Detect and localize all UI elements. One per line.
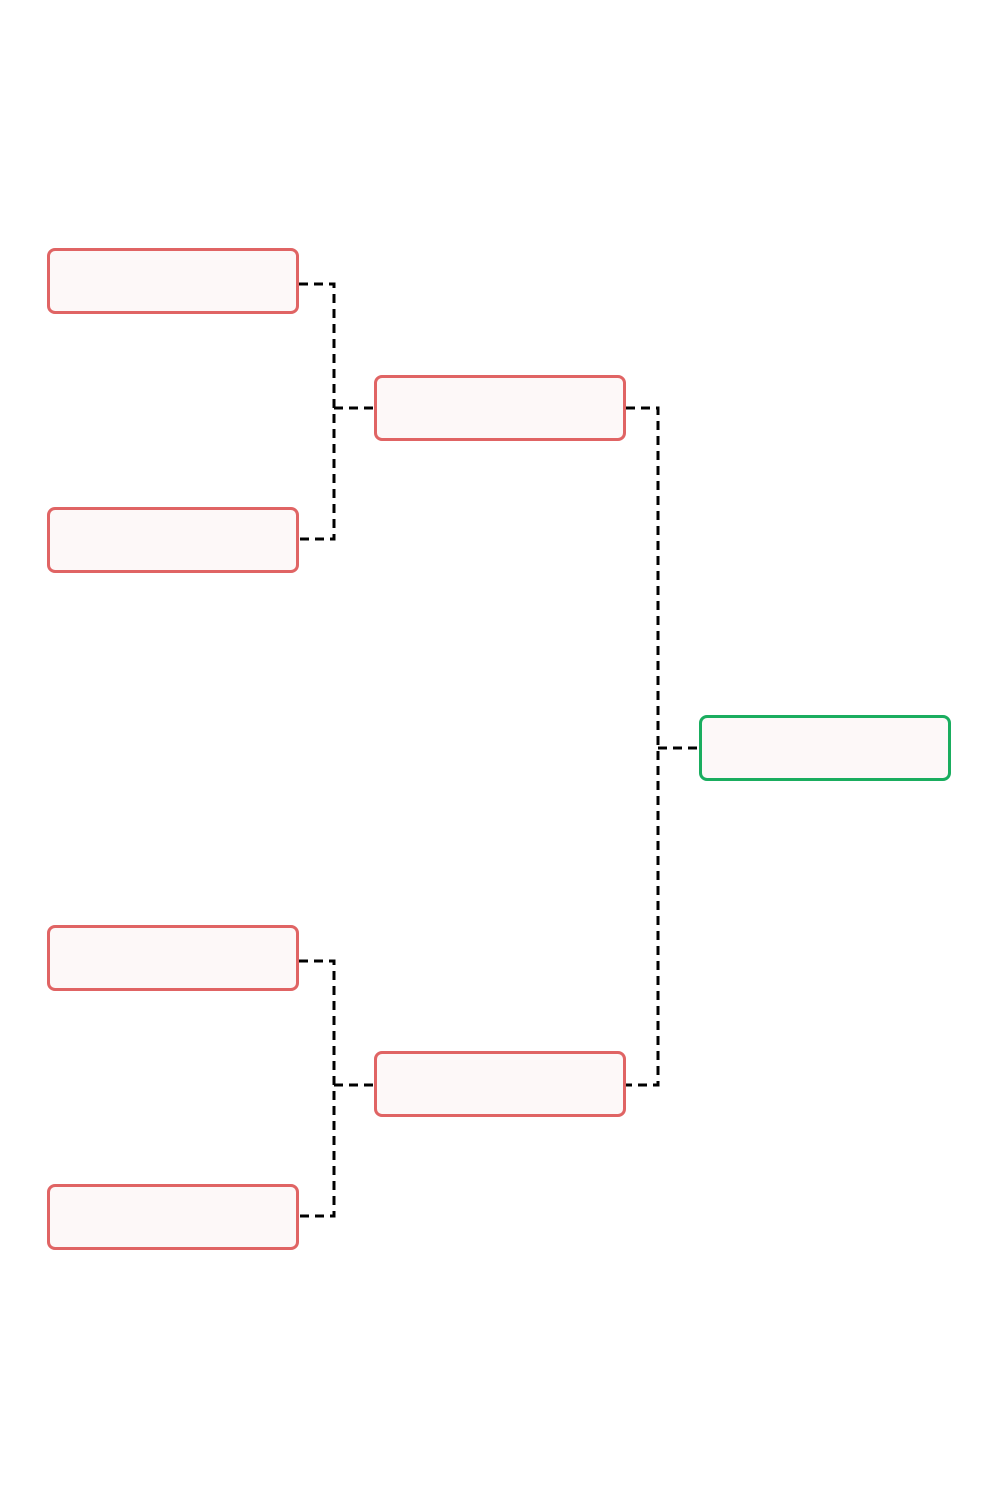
- bracket-slot-round1-match4[interactable]: [47, 1184, 299, 1250]
- bracket-slot-round1-match3[interactable]: [47, 925, 299, 991]
- connector-r1-top: [299, 282, 336, 541]
- connector-r2: [626, 406, 660, 1087]
- bracket-slot-round2-match2[interactable]: [374, 1051, 626, 1117]
- bracket-slot-final[interactable]: [699, 715, 951, 781]
- bracket-slot-round2-match1[interactable]: [374, 375, 626, 441]
- bracket-slot-round1-match2[interactable]: [47, 507, 299, 573]
- bracket-slot-round1-match1[interactable]: [47, 248, 299, 314]
- connector-r1-bottom: [299, 959, 336, 1218]
